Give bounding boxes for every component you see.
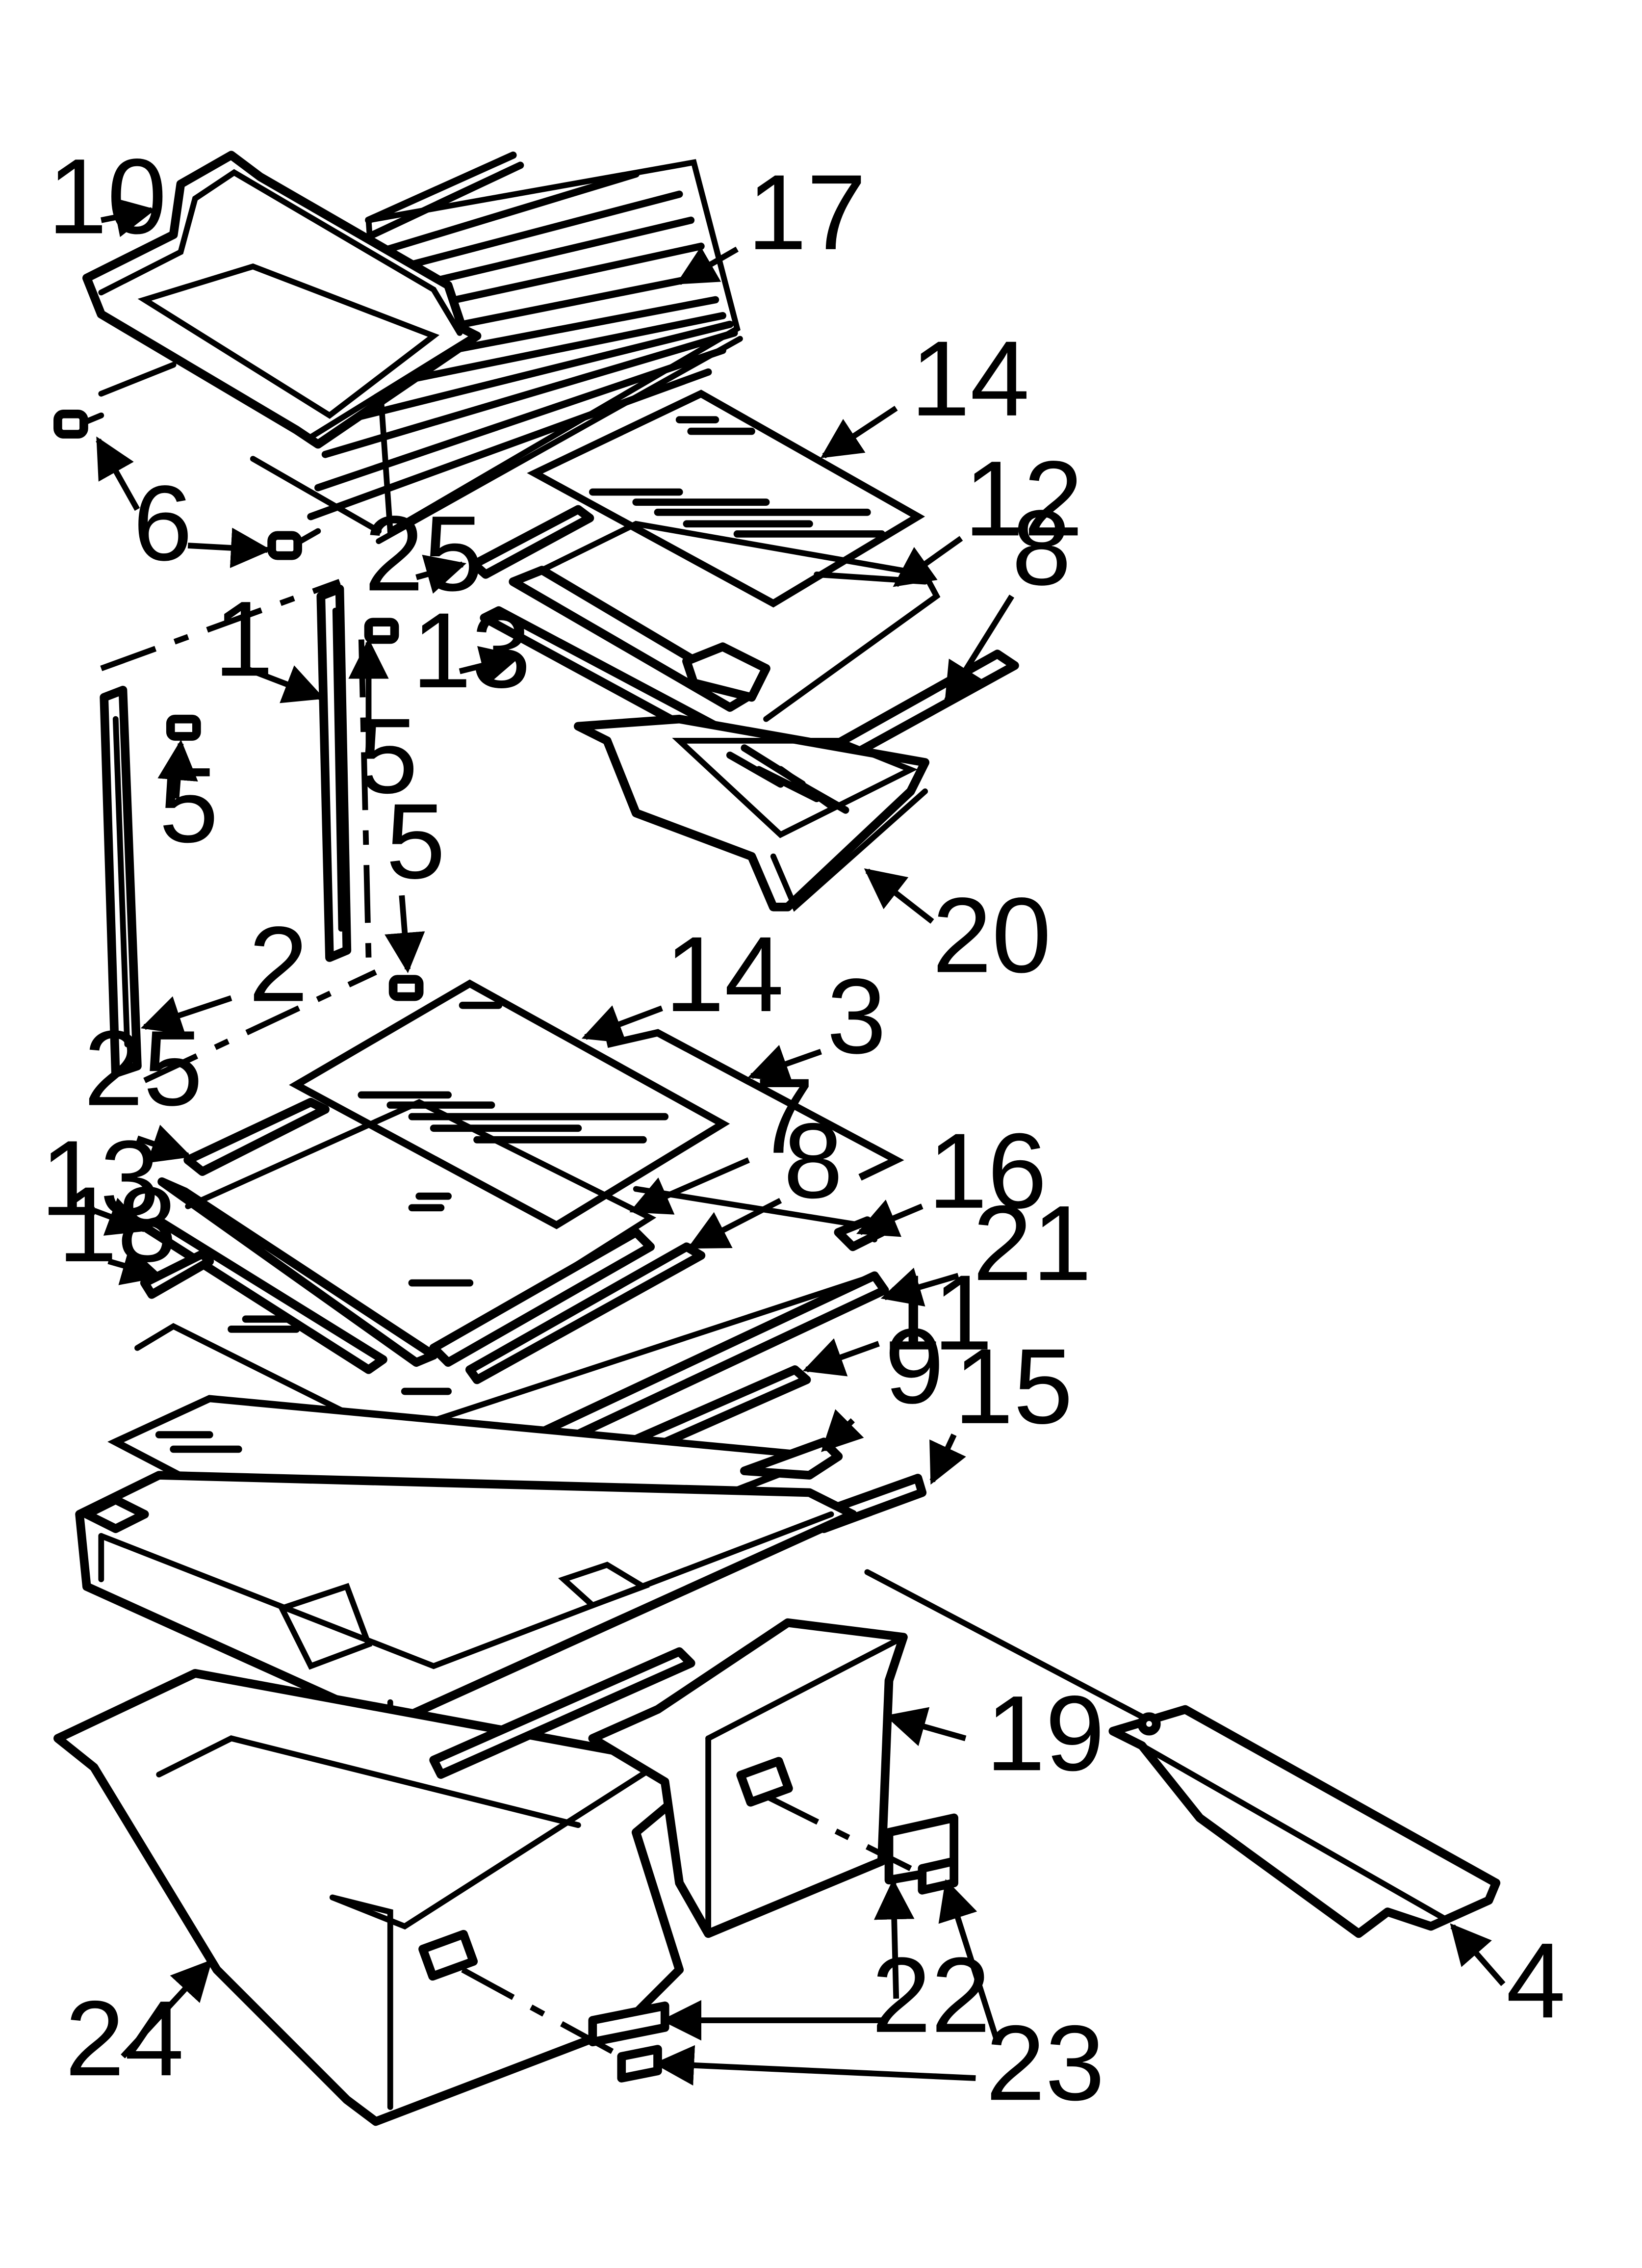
callout-4: 4: [1506, 1921, 1565, 2040]
callout-6: 6: [133, 464, 192, 583]
assembly-lines: [100, 579, 1145, 2059]
crisper-cover-frame: [75, 1471, 857, 1728]
crisper-drawer-upper: [574, 714, 930, 912]
callout-2: 2: [249, 905, 308, 1024]
callout-15: 15: [954, 1327, 1073, 1446]
callout-7: 7: [754, 1057, 814, 1176]
drawer-divider-rail: [429, 1647, 695, 1779]
callout-5-left: 5: [159, 746, 218, 865]
shelf-ladder-left: [100, 685, 142, 1078]
shelf-ladder-right: [316, 584, 352, 962]
glass-shelf-middle: [289, 979, 730, 1229]
callout-20: 20: [932, 876, 1052, 995]
crisper-drawer-19: [588, 1618, 908, 1938]
callout-11: 11: [882, 1253, 993, 1373]
callout-13-upper: 13: [412, 591, 531, 710]
callout-24: 24: [65, 1979, 184, 2098]
glass-shelf-3: [606, 1029, 904, 1181]
callout-25-middle: 25: [84, 1009, 203, 1128]
callout-5-lower: 5: [386, 782, 445, 901]
shelf-pin-left: [53, 409, 104, 439]
callout-17: 17: [747, 153, 867, 272]
callout-3: 3: [827, 957, 886, 1076]
leader-arrows: [93, 197, 1506, 2086]
callout-8-middle: 8: [783, 1101, 843, 1221]
crisper-drawer-24: [53, 1668, 684, 2126]
callout-18: 18: [58, 1165, 177, 1284]
callout-23: 23: [986, 2004, 1105, 2123]
callout-21: 21: [973, 1184, 1092, 1303]
callout-10: 10: [48, 137, 167, 256]
callout-22: 22: [872, 1936, 991, 2055]
callout-16: 16: [928, 1112, 1047, 1231]
callout-19: 19: [986, 1674, 1105, 1793]
shelf-pin-right: [267, 528, 321, 560]
callout-13-middle: 13: [41, 1119, 160, 1238]
callout-14-upper: 14: [911, 319, 1030, 439]
drawer-rail-4: [1108, 1705, 1501, 1938]
callout-12: 12: [964, 439, 1083, 558]
callout-labels: 10 17 14 6 12 8 25 13 1 5 5 5 20 2 14 3 …: [41, 137, 1566, 2123]
callout-9: 9: [885, 1307, 944, 1426]
callout-8-upper: 8: [1012, 489, 1071, 608]
callout-25-upper: 25: [364, 494, 484, 613]
callout-5-mid: 5: [359, 697, 418, 816]
callout-1: 1: [214, 579, 273, 699]
glass-shelf-upper: [527, 390, 925, 608]
callout-14-middle: 14: [665, 915, 784, 1034]
storage-bin: [82, 151, 482, 449]
